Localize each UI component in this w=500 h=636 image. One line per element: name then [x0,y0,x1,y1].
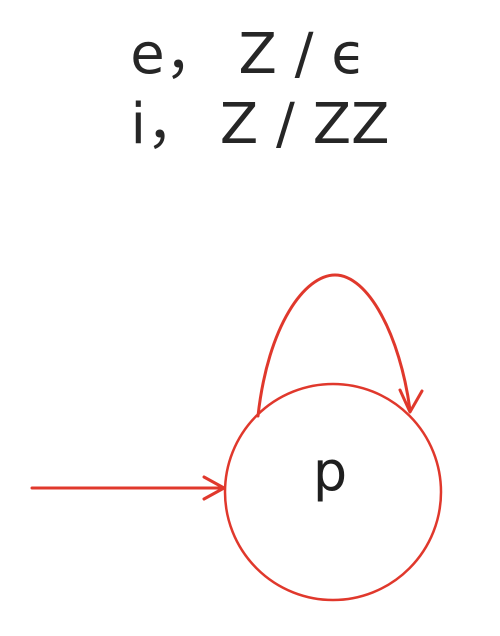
self-loop-edge [256,273,424,418]
transition-label-2: i， Z / ZZ [131,92,390,157]
self-loop-transition-labels: e， Z / ϵ i， Z / ZZ [130,22,389,157]
state-circle [223,382,443,602]
state-p: p [223,382,443,602]
self-loop-arc [256,273,412,418]
start-arrow [30,475,226,501]
state-label: p [313,440,347,503]
transition-label-1: e， Z / ϵ [130,22,366,87]
self-loop-arrowhead [398,388,424,414]
